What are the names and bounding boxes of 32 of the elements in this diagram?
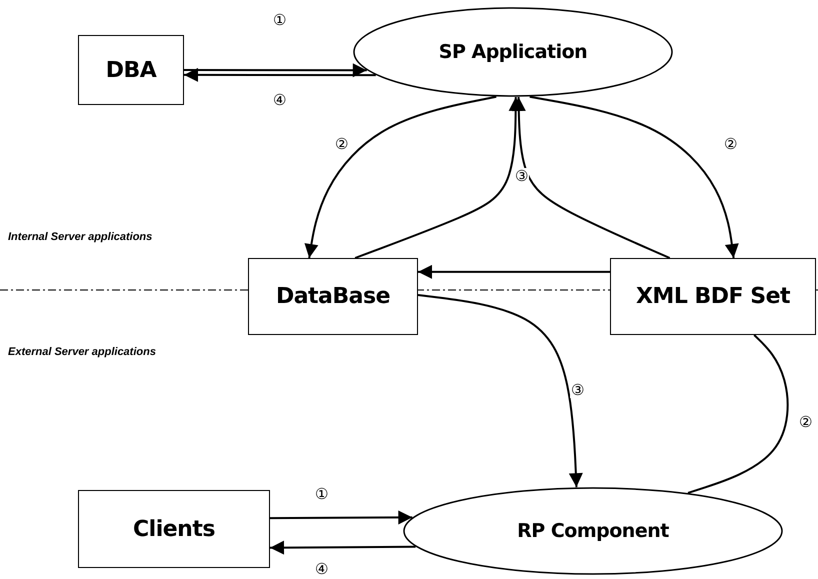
process-box [610,258,816,335]
process-ellipse [403,487,783,575]
node-label: Clients [133,516,215,542]
arrow [418,294,583,488]
arrow [418,264,610,279]
edge-label: ③ [570,382,586,398]
arrow [270,540,416,555]
node-label: SP Application [438,41,588,63]
node-label: RP Component [517,520,669,542]
process-box [78,490,270,568]
arrow [184,63,367,78]
edge-label: ① [272,12,288,28]
arrow [184,68,376,82]
edge-label: ② [798,414,814,430]
arrow [512,96,670,259]
node-label: DataBase [276,284,390,309]
arrow [304,96,496,258]
node-label: XML BDF Set [636,284,790,309]
edge-label: ① [314,486,330,502]
region-label: External Server applications [8,346,156,358]
process-box [248,258,418,335]
edge-label: ④ [272,92,288,108]
node-label: DBA [106,58,156,82]
region-label: Internal Server applications [8,231,152,243]
process-ellipse [353,7,673,97]
arrow [270,510,412,524]
arrow [530,96,739,258]
process-box [78,35,184,105]
edge-label: ③ [514,168,530,184]
edge-label: ② [723,136,738,152]
edge-label: ② [334,136,350,152]
edge-label: ④ [314,561,330,577]
